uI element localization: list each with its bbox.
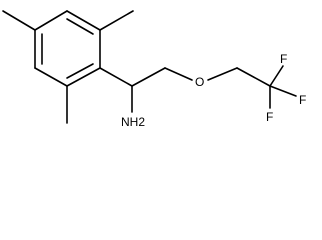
ring-bond [66,10,101,31]
chain-bond-ch-ch2 [131,67,166,87]
ring-double-bond [66,18,94,35]
methyl-bond-top [99,10,134,31]
chain-bond-ch2-o [164,67,193,81]
methyl-bond-left [2,10,36,31]
ether-oxygen-label: O [195,75,204,89]
amine-label: NH2 [121,115,145,129]
structure-canvas: NH2 O F F F [2,10,306,129]
fluorine-label-right: F [299,93,306,107]
molecule-drawing: NH2 O F F F [2,10,306,129]
chain-bond-o-ch2 [207,67,238,81]
chain-bond-ch2-cf3 [236,67,271,87]
ring-bond [34,10,68,31]
ring-bond [34,67,68,87]
fluorine-label-bottom: F [266,110,273,124]
ring-double-bond [66,63,94,79]
aromatic-ring [34,10,101,87]
ring-bond [66,67,101,87]
fluorine-label-top: F [280,52,287,66]
cf-bond-up [269,65,284,87]
chain-bond-ring-ch [99,67,133,87]
cf-bond-right [269,85,297,97]
